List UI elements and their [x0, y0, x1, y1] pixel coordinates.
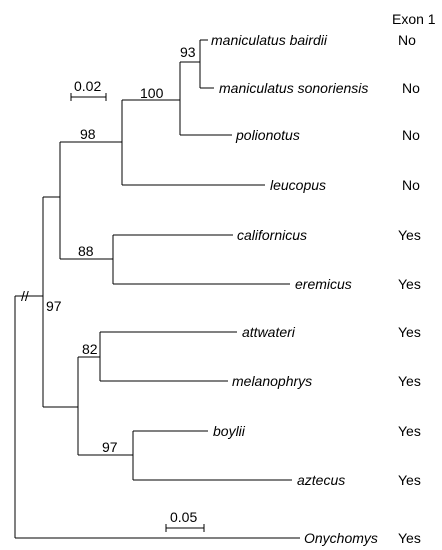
exon1-value-maniculatus-bairdii: No — [398, 32, 416, 48]
taxon-label-maniculatus-bairdii: maniculatus bairdii — [211, 32, 328, 48]
exon1-column-header: Exon 1 — [392, 11, 436, 27]
exon1-value-melanophrys: Yes — [398, 373, 421, 389]
scale-bar-label-0-02: 0.02 — [74, 78, 101, 94]
exon1-value-onychomys: Yes — [398, 530, 421, 546]
bootstrap-value-ingroup: 97 — [46, 298, 62, 314]
bootstrap-value-maniculatus: 93 — [180, 44, 196, 60]
taxon-label-californicus: californicus — [237, 227, 307, 243]
taxon-label-onychomys: Onychomys — [304, 530, 378, 546]
exon1-value-polionotus: No — [402, 127, 420, 143]
bootstrap-value-attwateri-melanophrys: 82 — [82, 341, 98, 357]
exon1-value-eremicus: Yes — [398, 276, 421, 292]
scale-bar-label-0-05: 0.05 — [170, 509, 197, 525]
exon1-value-californicus: Yes — [398, 227, 421, 243]
tree-branches — [14, 39, 300, 539]
taxon-label-maniculatus-sonoriensis: maniculatus sonoriensis — [219, 80, 368, 96]
taxon-label-attwateri: attwateri — [242, 324, 296, 340]
exon1-value-attwateri: Yes — [398, 324, 421, 340]
taxon-labels: maniculatus bairdii maniculatus sonorien… — [211, 32, 378, 546]
exon1-value-maniculatus-sonoriensis: No — [402, 80, 420, 96]
exon1-values: No No No No Yes Yes Yes Yes Yes Yes Yes — [398, 32, 421, 546]
taxon-label-polionotus: polionotus — [235, 127, 300, 143]
exon1-value-leucopus: No — [402, 177, 420, 193]
scale-bar-0-05: 0.05 — [165, 509, 205, 532]
bootstrap-value-californicus-eremicus: 88 — [78, 243, 94, 259]
bootstrap-values: 93 100 98 88 97 82 97 — [46, 44, 196, 455]
taxon-label-leucopus: leucopus — [270, 177, 326, 193]
exon1-value-boylii: Yes — [398, 423, 421, 439]
branch-break-mark: // — [21, 288, 29, 304]
taxon-label-melanophrys: melanophrys — [232, 373, 312, 389]
exon1-value-aztecus: Yes — [398, 472, 421, 488]
bootstrap-value-boylii-aztecus: 97 — [102, 439, 118, 455]
taxon-label-boylii: boylii — [213, 423, 246, 439]
bootstrap-value-maniculatus-polionotus: 100 — [140, 85, 164, 101]
scale-bar-0-02: 0.02 — [70, 78, 107, 101]
taxon-label-eremicus: eremicus — [295, 276, 352, 292]
taxon-label-aztecus: aztecus — [297, 472, 345, 488]
bootstrap-value-north-group: 98 — [80, 126, 96, 142]
